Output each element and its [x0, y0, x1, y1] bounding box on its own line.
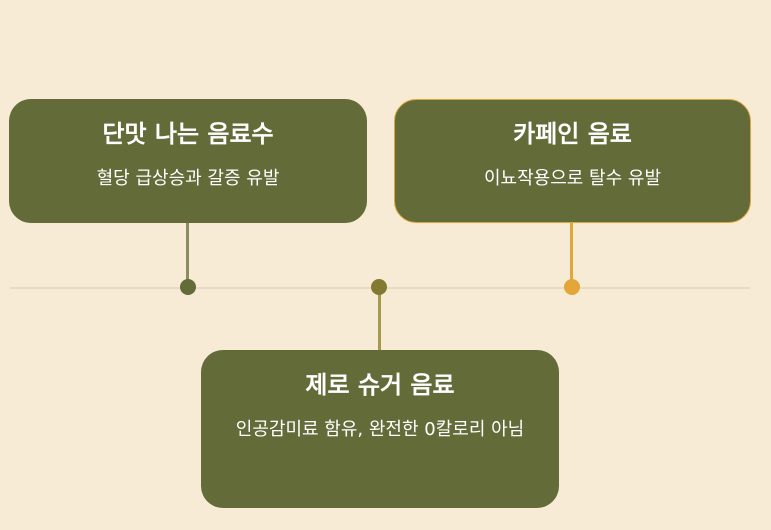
card-title: 카페인 음료	[513, 120, 632, 148]
card-description: 혈당 급상승과 갈증 유발	[96, 168, 280, 189]
card-description: 이뇨작용으로 탈수 유발	[483, 168, 662, 189]
node-sugary-drinks	[180, 279, 196, 295]
connector-zero-sugar-drinks	[378, 287, 381, 351]
card-sugary-drinks: 단맛 나는 음료수 혈당 급상승과 갈증 유발	[9, 99, 367, 223]
card-description: 인공감미료 함유, 완전한 0칼로리 아님	[235, 419, 525, 440]
card-title: 제로 슈거 음료	[305, 371, 455, 399]
card-title: 단맛 나는 음료수	[102, 120, 274, 148]
card-zero-sugar-drinks: 제로 슈거 음료 인공감미료 함유, 완전한 0칼로리 아님	[201, 350, 559, 508]
card-caffeine-drinks: 카페인 음료 이뇨작용으로 탈수 유발	[394, 99, 751, 223]
connector-sugary-drinks	[186, 222, 189, 288]
connector-caffeine-drinks	[570, 222, 573, 288]
node-caffeine-drinks	[564, 279, 580, 295]
node-zero-sugar-drinks	[371, 279, 387, 295]
